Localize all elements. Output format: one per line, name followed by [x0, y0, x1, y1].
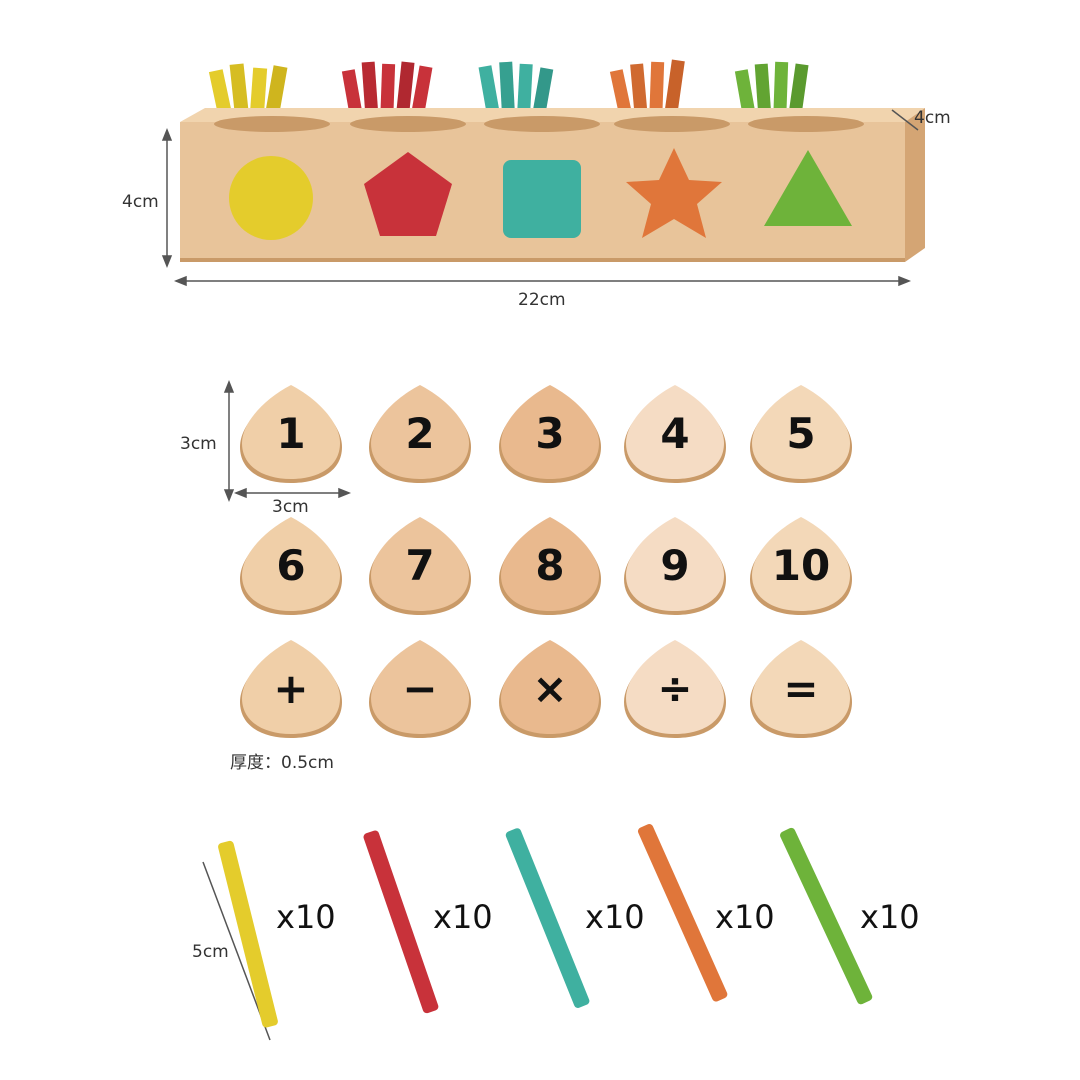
token-symbol: ×	[532, 664, 568, 713]
token-symbol: 5	[786, 409, 816, 458]
token-shape	[750, 640, 852, 738]
token-shape	[240, 385, 342, 483]
number-token: 3	[495, 383, 605, 487]
token-shape	[499, 385, 601, 483]
number-token: 8	[495, 515, 605, 619]
token-shape	[624, 517, 726, 615]
token-shape	[499, 517, 601, 615]
token-symbol: =	[783, 664, 819, 713]
token-width-label: 3cm	[272, 497, 309, 517]
teal-square-shape	[503, 160, 581, 238]
number-token: 10	[746, 515, 856, 619]
token-shape	[240, 517, 342, 615]
number-token: 1	[236, 383, 346, 487]
token-shape	[369, 640, 471, 738]
token-symbol: 1	[276, 409, 306, 458]
token-symbol: 7	[405, 541, 435, 590]
number-token: ÷	[620, 638, 730, 742]
stick-count-yellow: x10	[276, 898, 336, 936]
token-shape	[499, 640, 601, 738]
number-token: ×	[495, 638, 605, 742]
token-shape	[750, 517, 852, 615]
number-token: 5	[746, 383, 856, 487]
number-token: 4	[620, 383, 730, 487]
token-shape	[750, 385, 852, 483]
token-shape	[624, 640, 726, 738]
number-token: 9	[620, 515, 730, 619]
token-symbol: 4	[660, 409, 690, 458]
box-height-label: 4cm	[122, 192, 159, 212]
number-token: −	[365, 638, 475, 742]
stick-count-orange: x10	[715, 898, 775, 936]
token-thickness-label: 厚度：0.5cm	[230, 753, 334, 773]
stick-count-green: x10	[860, 898, 920, 936]
token-symbol: 2	[405, 409, 435, 458]
number-token: =	[746, 638, 856, 742]
number-token: +	[236, 638, 346, 742]
yellow-circle-shape	[229, 156, 313, 240]
stick-count-red: x10	[433, 898, 493, 936]
token-shape	[369, 385, 471, 483]
token-symbol: 6	[276, 541, 306, 590]
token-shape	[624, 385, 726, 483]
token-shape	[369, 517, 471, 615]
stick-count-teal: x10	[585, 898, 645, 936]
token-shape	[240, 640, 342, 738]
token-symbol: ÷	[657, 664, 693, 713]
number-token: 2	[365, 383, 475, 487]
token-height-label: 3cm	[180, 434, 217, 454]
token-symbol: 3	[535, 409, 565, 458]
green-triangle-shape	[764, 150, 852, 226]
orange-star-shape	[626, 148, 722, 238]
number-token: 6	[236, 515, 346, 619]
number-token: 7	[365, 515, 475, 619]
red-pentagon-shape	[364, 152, 452, 236]
box-depth-label: 4cm	[914, 108, 951, 128]
token-symbol: −	[402, 664, 438, 713]
stick-length-label: 5cm	[192, 942, 229, 962]
token-symbol: +	[273, 664, 309, 713]
token-symbol: 9	[660, 541, 690, 590]
box-depth-dim-line	[891, 109, 919, 131]
box-width-label: 22cm	[518, 290, 566, 310]
token-symbol: 8	[535, 541, 565, 590]
token-symbol: 10	[771, 541, 831, 590]
